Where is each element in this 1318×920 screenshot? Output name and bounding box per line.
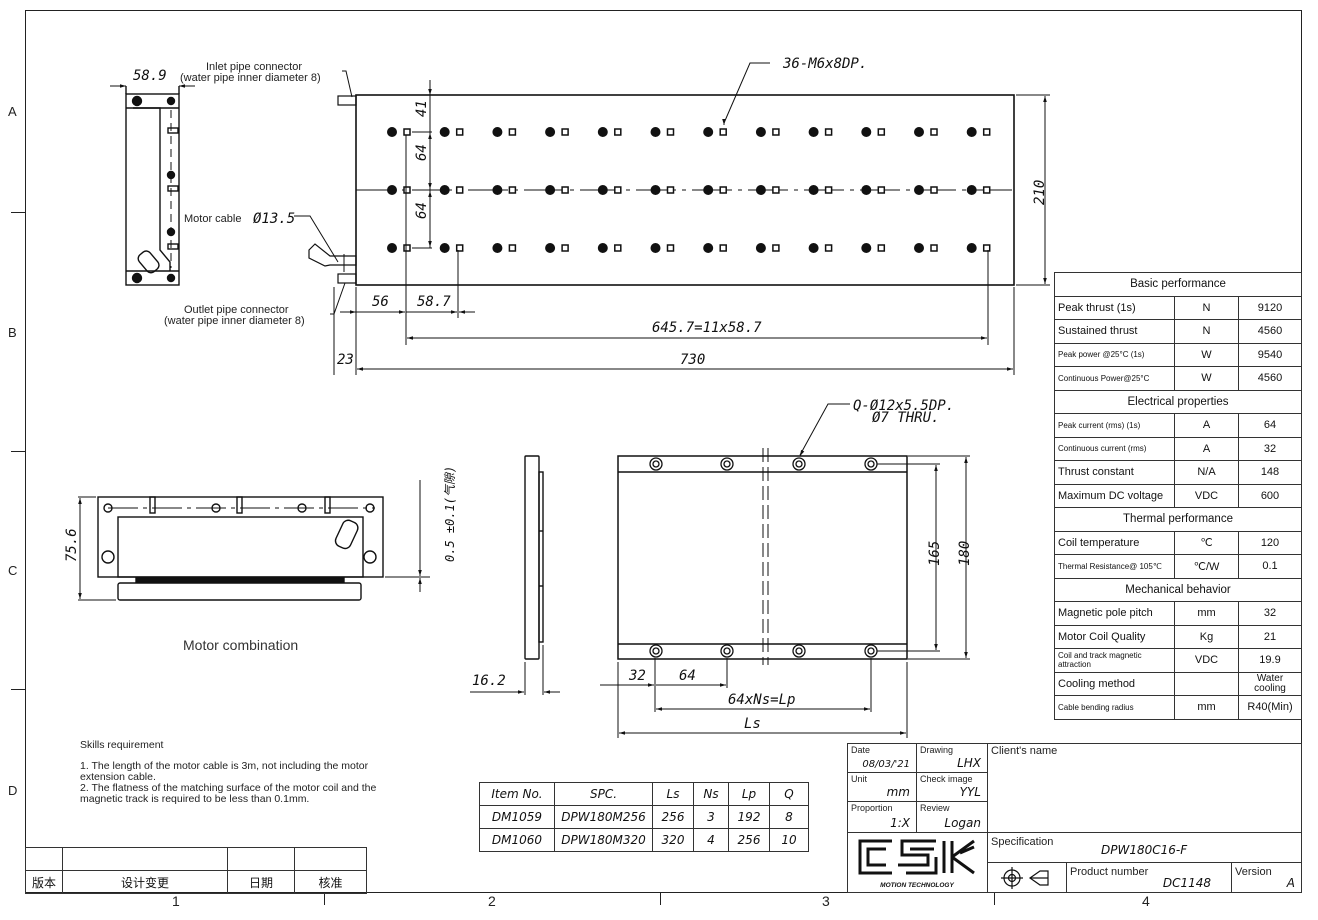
client-name-cell: Client's name	[987, 743, 1302, 833]
dim-23: 23	[337, 352, 354, 368]
table-row: Peak thrust (1s) N 9120	[1054, 295, 1302, 320]
track-callout-line1: Q-Ø12x5.5DP.	[853, 398, 954, 414]
table-row: Thrust constant N/A 148	[1054, 460, 1302, 485]
specification-cell: Specification DPW180C16-F	[987, 832, 1302, 863]
dim-58-7: 58.7	[417, 294, 451, 310]
note-item: 1. The length of the motor cable is 3m, …	[80, 760, 369, 783]
dim-lp: 64xNs=Lp	[728, 692, 795, 708]
dim-air-gap: 0.5 ±0.1(气隙)	[443, 466, 457, 562]
row-divider-tick	[11, 212, 25, 213]
revision-table: 版本 设计变更 日期 核准	[25, 847, 367, 894]
product-number-cell: Product number DC1148	[1066, 862, 1232, 893]
outlet-label-line2: (water pipe inner diameter 8)	[164, 315, 305, 327]
first-angle-projection-icon	[1001, 867, 1049, 889]
motor-combination-view	[78, 480, 430, 601]
track-callout-line2: Ø7 THRU.	[872, 410, 939, 426]
column-divider-tick	[324, 893, 325, 905]
section-basic-performance: Basic performance	[1054, 272, 1302, 297]
review-cell: Review Logan	[916, 801, 988, 833]
table-row: Sustained thrust N 4560	[1054, 319, 1302, 344]
performance-table: Basic performance Peak thrust (1s) N 912…	[1054, 272, 1302, 720]
technical-notes: Skills requirement 1. The length of the …	[80, 740, 390, 805]
inlet-label-line2: (water pipe inner diameter 8)	[180, 72, 321, 84]
dim-64-a: 64	[414, 144, 430, 161]
motor-cable-diameter: Ø13.5	[253, 211, 295, 227]
coil-side-view	[110, 84, 195, 286]
inlet-label-line1: Inlet pipe connector	[206, 61, 302, 73]
proportion-cell: Proportion 1:X	[847, 801, 917, 833]
motor-combination-caption: Motor combination	[183, 637, 299, 653]
table-row: Magnetic pole pitch mm 32	[1054, 601, 1302, 626]
dim-165: 165	[927, 541, 943, 566]
table-header-row: Item No. SPC. Ls Ns Lp Q	[479, 782, 809, 806]
row-label-b: B	[8, 325, 17, 340]
row-label-d: D	[8, 783, 18, 798]
date-cell: Date 08/03/'21	[847, 743, 917, 773]
coil-top-view	[308, 94, 1015, 286]
section-mechanical-behavior: Mechanical behavior	[1054, 577, 1302, 602]
column-label-1: 1	[172, 893, 180, 909]
table-row: Coil and track magnetic attraction VDC 1…	[1054, 648, 1302, 673]
dim-pitch-total: 645.7=11x58.7	[652, 320, 762, 336]
dim-64: 64	[679, 668, 696, 684]
table-row: Continuous current (rms) A 32	[1054, 436, 1302, 461]
table-row: Continuous Power@25°C W 4560	[1054, 366, 1302, 391]
row-divider-tick	[11, 451, 25, 452]
section-thermal-performance: Thermal performance	[1054, 507, 1302, 532]
row-label-a: A	[8, 104, 17, 119]
item-table: Item No. SPC. Ls Ns Lp Q DM1059 DPW180M2…	[479, 782, 809, 852]
dim-180: 180	[957, 541, 973, 566]
svg-text:MOTION TECHNOLOGY: MOTION TECHNOLOGY	[880, 882, 954, 889]
table-row: Peak power @25°C (1s) W 9540	[1054, 342, 1302, 367]
track-side-view	[470, 455, 560, 695]
dim-length-730: 730	[680, 352, 705, 368]
table-row: Cable bending radius mm R40(Min)	[1054, 695, 1302, 720]
dim-track-thickness: 16.2	[472, 673, 506, 689]
table-row: Peak current (rms) (1s) A 64	[1054, 413, 1302, 438]
motor-cable-label: Motor cable	[184, 213, 241, 225]
dim-64-b: 64	[414, 202, 430, 219]
column-divider-tick	[994, 893, 995, 905]
notes-title: Skills requirement	[80, 739, 164, 751]
outlet-label-line1: Outlet pipe connector	[184, 304, 289, 316]
column-label-2: 2	[488, 893, 496, 909]
column-label-4: 4	[1142, 893, 1150, 909]
table-row: Motor Coil Quality Kg 21	[1054, 624, 1302, 649]
callout-holes: 36-M6x8DP.	[782, 56, 867, 72]
table-row: Thermal Resistance@ 105℃ ℃/W 0.1	[1054, 554, 1302, 579]
projection-symbol-cell	[987, 862, 1067, 893]
version-cell: Version A	[1231, 862, 1302, 893]
table-row: Maximum DC voltage VDC 600	[1054, 483, 1302, 508]
track-front-view	[600, 403, 970, 738]
table-row: DM1060 DPW180M320 320 4 256 10	[479, 828, 809, 852]
drawing-frame	[25, 10, 1302, 893]
dim-56: 56	[372, 294, 389, 310]
row-label-c: C	[8, 563, 18, 578]
mounting-holes	[387, 126, 991, 254]
dim-32: 32	[628, 668, 646, 684]
check-image-cell: Check image YYL	[916, 772, 988, 802]
dim-height-210: 210	[1032, 180, 1048, 205]
column-label-3: 3	[822, 893, 830, 909]
note-item: 2. The flatness of the matching surface …	[80, 782, 377, 805]
dim-side-width: 58.9	[133, 68, 167, 84]
table-row: DM1059 DPW180M256 256 3 192 8	[479, 805, 809, 829]
table-header-row: 版本 设计变更 日期 核准	[25, 870, 367, 894]
dim-41: 41	[414, 100, 430, 117]
table-row: Coil temperature ℃ 120	[1054, 530, 1302, 555]
csk-logo-icon: MOTION TECHNOLOGY	[858, 839, 975, 889]
section-electrical-properties: Electrical properties	[1054, 389, 1302, 414]
column-divider-tick	[660, 893, 661, 905]
unit-cell: Unit mm	[847, 772, 917, 802]
dim-ls: Ls	[744, 716, 761, 732]
drawing-cell: Drawing LHX	[916, 743, 988, 773]
table-row: Cooling method Water cooling	[1054, 671, 1302, 696]
dim-combination-height: 75.6	[64, 528, 80, 562]
row-divider-tick	[11, 689, 25, 690]
logo-cell: MOTION TECHNOLOGY	[847, 832, 988, 893]
